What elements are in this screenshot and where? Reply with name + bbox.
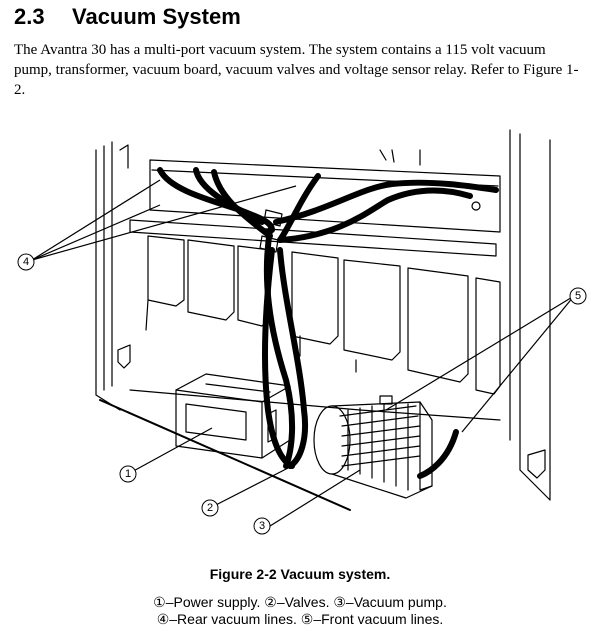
callout-circles bbox=[17, 253, 587, 535]
section-number: 2.3 bbox=[14, 4, 45, 29]
leader-lines bbox=[31, 179, 575, 527]
figure-legend: ①–Power supply. ②–Valves. ③–Vacuum pump.… bbox=[0, 594, 600, 628]
callout-4 bbox=[17, 253, 35, 271]
callout-1-label: 1 bbox=[125, 468, 131, 480]
body-paragraph: The Avantra 30 has a multi-port vacuum s… bbox=[14, 42, 579, 98]
vacuum-board bbox=[129, 219, 497, 257]
callout-5-label: 5 bbox=[575, 290, 581, 302]
callout-2 bbox=[201, 499, 219, 517]
figure-caption: Figure 2-2 Vacuum system. bbox=[209, 566, 391, 582]
callout-5 bbox=[569, 287, 587, 305]
back-panel bbox=[149, 159, 501, 233]
callout-2-label: 2 bbox=[207, 502, 213, 514]
left-cabinet-wall bbox=[95, 141, 121, 411]
power-supply bbox=[175, 373, 291, 459]
valve-boxes bbox=[145, 235, 501, 395]
legend-line-2: ④–Rear vacuum lines. ⑤–Front vacuum line… bbox=[156, 611, 444, 627]
vacuum-lines bbox=[157, 167, 499, 479]
section-title: Vacuum System bbox=[72, 4, 241, 29]
section-heading: 2.3 Vacuum System bbox=[14, 4, 241, 30]
callout-1 bbox=[119, 465, 137, 483]
vacuum-pump bbox=[313, 395, 433, 499]
callout-4-label: 4 bbox=[23, 256, 29, 268]
right-cabinet-wall bbox=[509, 129, 551, 501]
callout-3-label: 3 bbox=[259, 520, 265, 532]
callout-3 bbox=[253, 517, 271, 535]
legend-line-1: ①–Power supply. ②–Valves. ③–Vacuum pump. bbox=[153, 594, 447, 610]
vacuum-system-illustration: 1 2 3 4 5 bbox=[17, 129, 587, 535]
